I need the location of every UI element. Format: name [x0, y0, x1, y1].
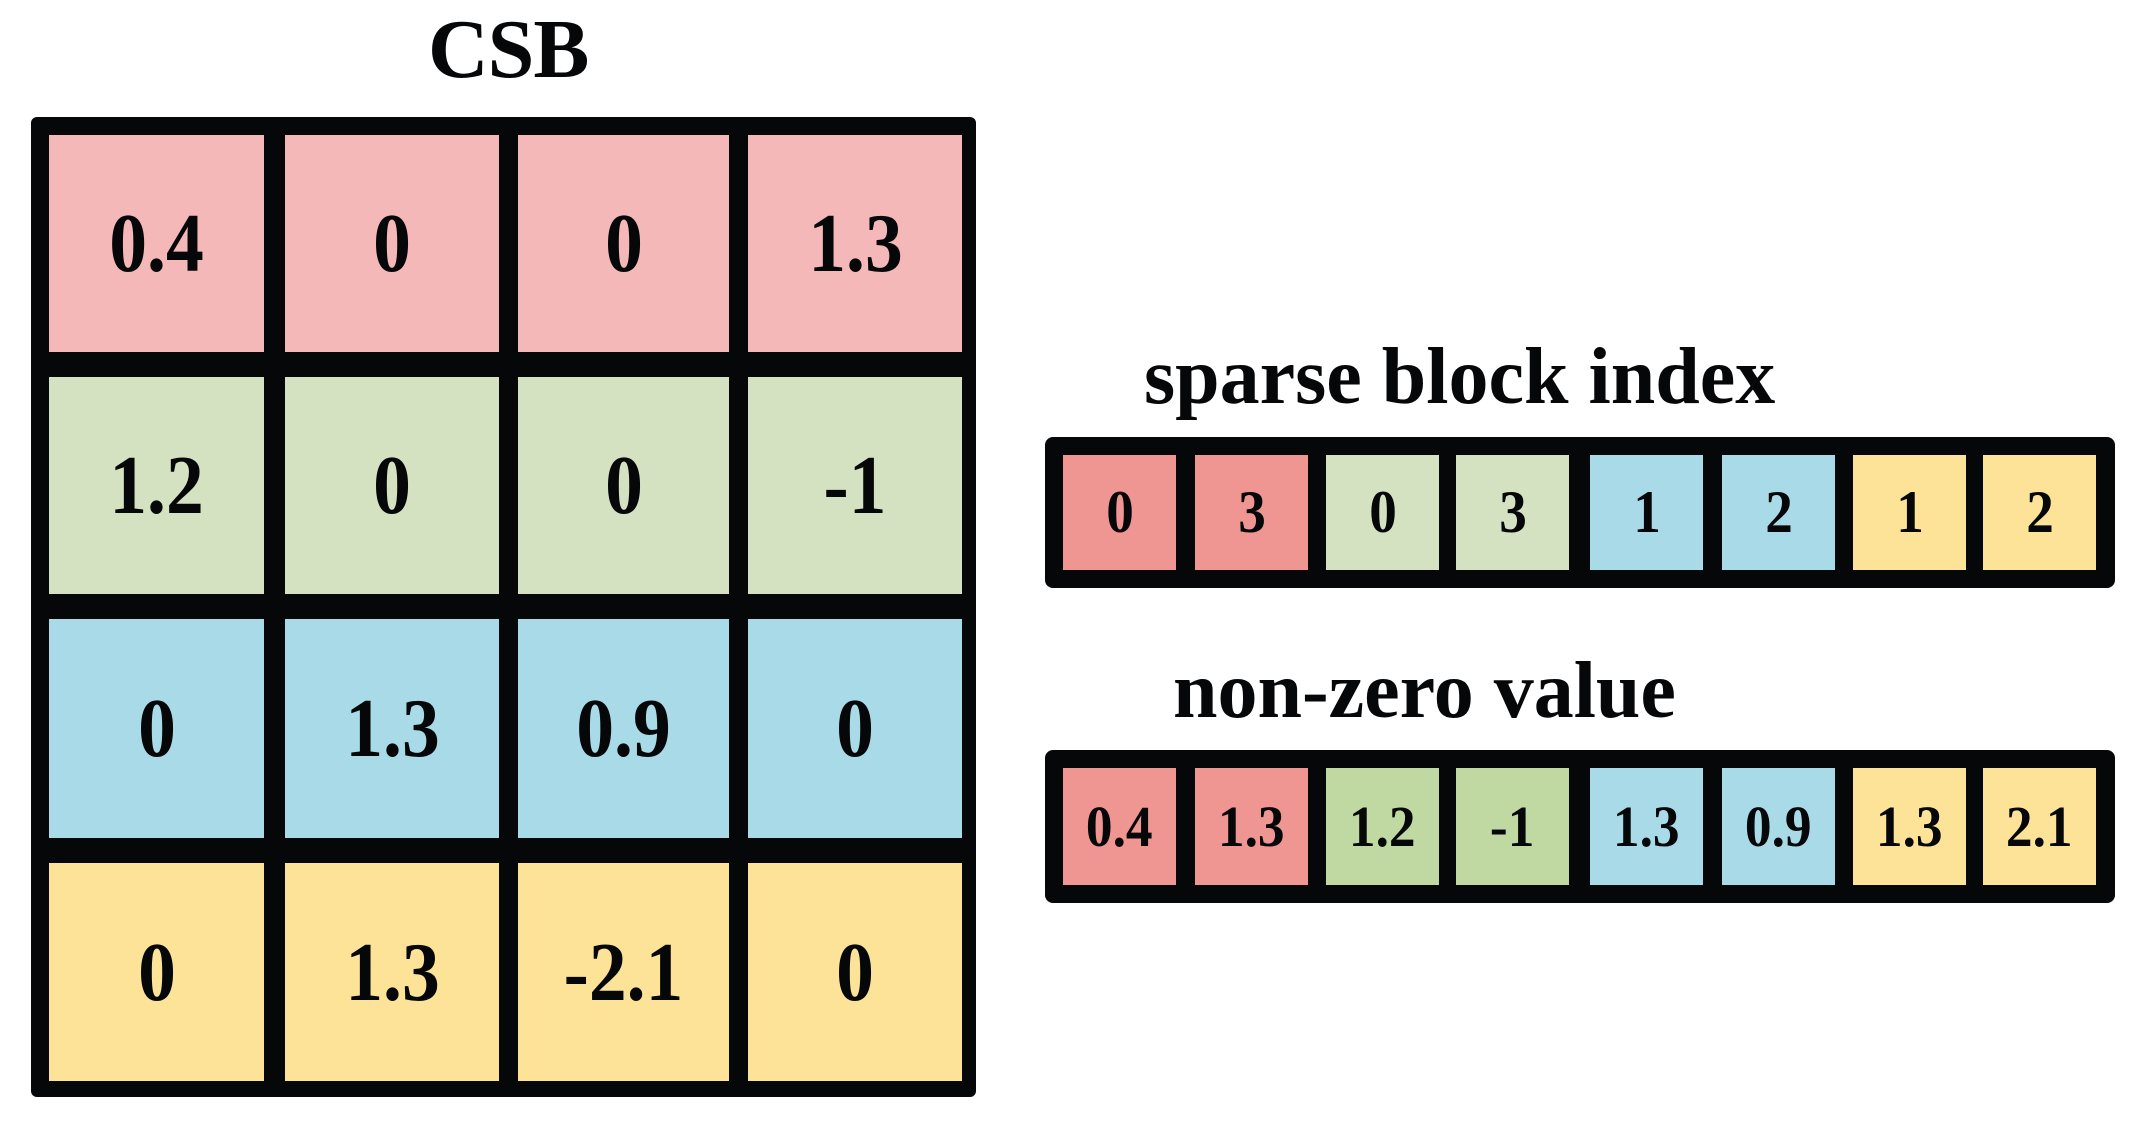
csb-cell: 1.3	[285, 619, 499, 838]
sparse-block-index-cell: 1	[1590, 455, 1703, 570]
csb-cell: 1.2	[49, 377, 264, 594]
csb-cell: 0.4	[49, 135, 264, 352]
csb-cell: 0	[518, 135, 729, 352]
csb-cell-value: 1.3	[344, 682, 440, 775]
sparse-block-index-cell: 3	[1195, 455, 1308, 570]
non-zero-value-cell-value: 1.3	[1218, 794, 1285, 859]
csb-cell-value: 0	[373, 197, 411, 290]
non-zero-value-cell-value: 0.9	[1745, 794, 1812, 859]
csb-cell-value: 0	[137, 925, 176, 1019]
sparse-block-index-title: sparse block index	[1144, 333, 1776, 421]
csb-cell: -1	[748, 377, 962, 594]
sparse-block-index-cell: 3	[1456, 455, 1569, 570]
csb-cell-value: 1.3	[344, 925, 440, 1019]
non-zero-value-cell: 2.1	[1983, 768, 2096, 885]
sparse-block-index-cell: 0	[1063, 455, 1176, 570]
sparse-block-index-cell-value: 0	[1105, 479, 1134, 545]
csb-title: CSB	[428, 3, 589, 96]
csb-cell-value: -2.1	[563, 925, 684, 1019]
non-zero-value-cell: 0.9	[1722, 768, 1835, 885]
non-zero-value-title: non-zero value	[1173, 647, 1676, 735]
csb-cell-value: 0	[137, 682, 176, 775]
non-zero-value-array: 0.4 1.3 1.2 -1 1.3 0.9 1.3 2.1	[1045, 750, 2115, 903]
non-zero-value-cell: 0.4	[1063, 768, 1176, 885]
csb-cell-value: 0.9	[576, 682, 671, 775]
csb-cell: 0	[49, 619, 264, 838]
csb-cell: 1.3	[285, 863, 499, 1081]
sparse-block-index-cell: 2	[1722, 455, 1835, 570]
non-zero-value-cell-value: 1.3	[1876, 794, 1943, 859]
csb-cell: 0	[518, 377, 729, 594]
non-zero-value-cell-value: 0.4	[1086, 794, 1153, 859]
non-zero-value-cell-value: 1.2	[1349, 794, 1416, 859]
sparse-block-index-cell-value: 0	[1368, 479, 1397, 545]
sparse-block-index-array: 0 3 0 3 1 2 1 2	[1045, 437, 2115, 588]
non-zero-value-cell-value: 2.1	[2006, 794, 2073, 859]
sparse-block-index-cell-value: 3	[1498, 479, 1527, 545]
non-zero-value-cell-value: -1	[1490, 794, 1535, 859]
non-zero-value-cell: -1	[1456, 768, 1569, 885]
sparse-block-index-cell-value: 1	[1895, 479, 1924, 545]
csb-cell: 0.9	[518, 619, 729, 838]
non-zero-value-cell: 1.3	[1853, 768, 1966, 885]
non-zero-value-cell: 1.3	[1195, 768, 1308, 885]
csb-cell-value: 0	[373, 439, 411, 532]
csb-cell-value: 1.3	[807, 197, 903, 290]
csb-cell: -2.1	[518, 863, 729, 1081]
sparse-block-index-cell: 2	[1983, 455, 2096, 570]
csb-cell-value: 0	[604, 197, 643, 290]
csb-cell: 0	[285, 377, 499, 594]
csb-cell: 0	[285, 135, 499, 352]
sparse-block-index-cell-value: 2	[1764, 479, 1793, 545]
csb-cell: 1.3	[748, 135, 962, 352]
csb-matrix: 0.4 0 0 1.3 1.2 0 0 -1 0 1.3 0.9 0 0 1.3 -2.1 0	[31, 117, 976, 1097]
sparse-block-index-cell: 1	[1853, 455, 1966, 570]
sparse-block-index-cell-value: 1	[1632, 479, 1661, 545]
csb-cell: 0	[748, 619, 962, 838]
non-zero-value-cell-value: 1.3	[1613, 794, 1680, 859]
csb-cell-value: -1	[823, 439, 887, 532]
csb-cell-value: 1.2	[109, 439, 204, 532]
csb-cell-value: 0	[604, 439, 643, 532]
non-zero-value-cell: 1.2	[1326, 768, 1439, 885]
csb-cell-value: 0	[836, 682, 874, 775]
sparse-block-index-cell: 0	[1326, 455, 1439, 570]
csb-cell-value: 0.4	[109, 197, 204, 290]
sparse-block-index-cell-value: 3	[1237, 479, 1266, 545]
csb-cell: 0	[49, 863, 264, 1081]
non-zero-value-cell: 1.3	[1590, 768, 1703, 885]
csb-cell-value: 0	[836, 925, 874, 1019]
sparse-block-index-cell-value: 2	[2025, 479, 2054, 545]
csb-cell: 0	[748, 863, 962, 1081]
